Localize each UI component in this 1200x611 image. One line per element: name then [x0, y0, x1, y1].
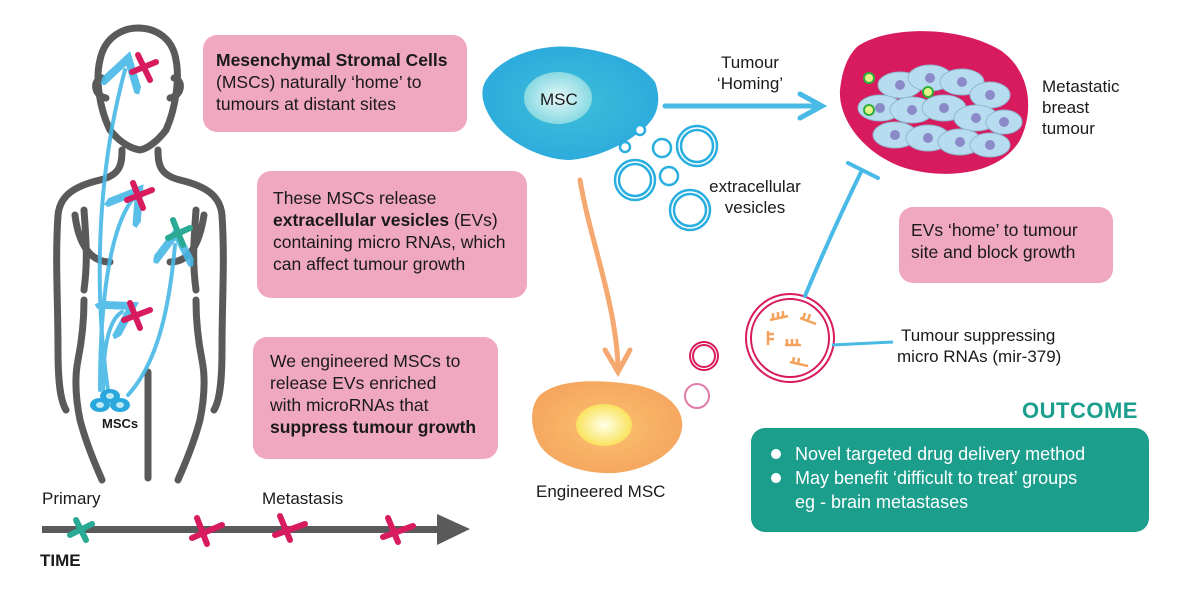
body-outline [53, 24, 227, 484]
engineered-line: We engineered MSCs to [270, 351, 461, 371]
body-tumour-markers [121, 52, 193, 331]
migration-arrows [100, 70, 175, 397]
timeline-axis-label: TIME [40, 551, 81, 570]
msc-intro-line: tumours at distant sites [216, 94, 396, 114]
ev-release-line: containing micro RNAs, which [273, 232, 506, 252]
engineered-msc-cell [532, 381, 683, 474]
engineered-box: We engineered MSCs to release EVs enrich… [253, 337, 498, 459]
ev-label: extracellular vesicles [700, 176, 810, 218]
ev-release-abbrev: (EVs) [449, 210, 498, 230]
ev-release-line: These MSCs release [273, 188, 437, 208]
ev-home-line: EVs ‘home’ to tumour [911, 220, 1078, 240]
tumour-homing-line: ‘Homing’ [716, 74, 784, 93]
ev-label-line: vesicles [724, 198, 786, 217]
tumour-label-line: breast [1042, 98, 1090, 117]
blocking-arrow [803, 161, 880, 298]
msc-intro-box: Mesenchymal Stromal Cells (MSCs) natural… [203, 35, 467, 132]
mscs-body-label: MSCs [102, 416, 139, 431]
msc-cell-label: MSC [540, 90, 578, 109]
engineered-line: release EVs enriched [270, 373, 437, 393]
cross-breast [165, 217, 193, 248]
ev-release-box: These MSCs release extracellular vesicle… [257, 171, 527, 298]
cross-brain [129, 52, 159, 83]
timeline-markers [67, 513, 416, 547]
extracellular-vesicles [613, 123, 719, 232]
tumour-homing-label: Tumour ‘Homing’ [700, 52, 800, 94]
timeline-metastasis-label: Metastasis [262, 489, 344, 508]
metastatic-tumour [839, 31, 1029, 174]
msc-intro-heading: Mesenchymal Stromal Cells [216, 50, 448, 70]
tumour-label-line: Metastatic [1042, 77, 1120, 96]
tumour-homing-line: Tumour [721, 53, 779, 72]
msc-cluster-icon [90, 389, 130, 412]
homing-arrow [662, 91, 828, 121]
tumour-label: Metastatic breast tumour [1042, 76, 1119, 139]
engineered-msc-label: Engineered MSC [536, 482, 666, 501]
outcome-item-continuation: eg - brain metastases [795, 492, 969, 512]
ev-home-line: site and block growth [911, 242, 1076, 262]
engineered-bold: suppress tumour growth [270, 417, 477, 437]
outcome-item-text: Novel targeted drug delivery method [795, 444, 1086, 464]
ev-home-box: EVs ‘home’ to tumour site and block grow… [899, 207, 1113, 283]
engineering-arrow [577, 177, 633, 378]
outcome-title: OUTCOME [1022, 398, 1138, 423]
suppress-label: Tumour suppressing micro RNAs (mir-379) [897, 325, 1061, 367]
suppress-pointer [831, 340, 894, 347]
suppress-label-line: micro RNAs (mir-379) [897, 347, 1062, 366]
engineered-vesicles [684, 293, 835, 409]
suppress-label-line: Tumour suppressing [901, 326, 1056, 345]
engineered-line: with microRNAs that [270, 395, 429, 415]
msc-intro-line: (MSCs) naturally ‘home’ to [216, 72, 422, 92]
bullet-icon [771, 449, 781, 459]
msc-cell [482, 46, 659, 160]
bullet-icon [771, 473, 781, 483]
ev-label-line: extracellular [709, 177, 801, 196]
outcome-item: May benefit ‘difficult to treat’ groups [771, 466, 1139, 490]
tumour-label-line: tumour [1042, 119, 1095, 138]
outcome-box: Novel targeted drug delivery method May … [751, 428, 1149, 532]
timeline-axis [42, 514, 470, 545]
ev-release-bold: extracellular vesicles [273, 210, 450, 230]
microrna-strands [766, 311, 817, 368]
ev-release-line: can affect tumour growth [273, 254, 466, 274]
outcome-item: Novel targeted drug delivery method [771, 442, 1139, 466]
cross-abdomen [121, 300, 153, 331]
cross-chest [124, 180, 155, 211]
outcome-item-text: May benefit ‘difficult to treat’ groups [795, 468, 1078, 488]
timeline-primary-label: Primary [42, 489, 101, 508]
